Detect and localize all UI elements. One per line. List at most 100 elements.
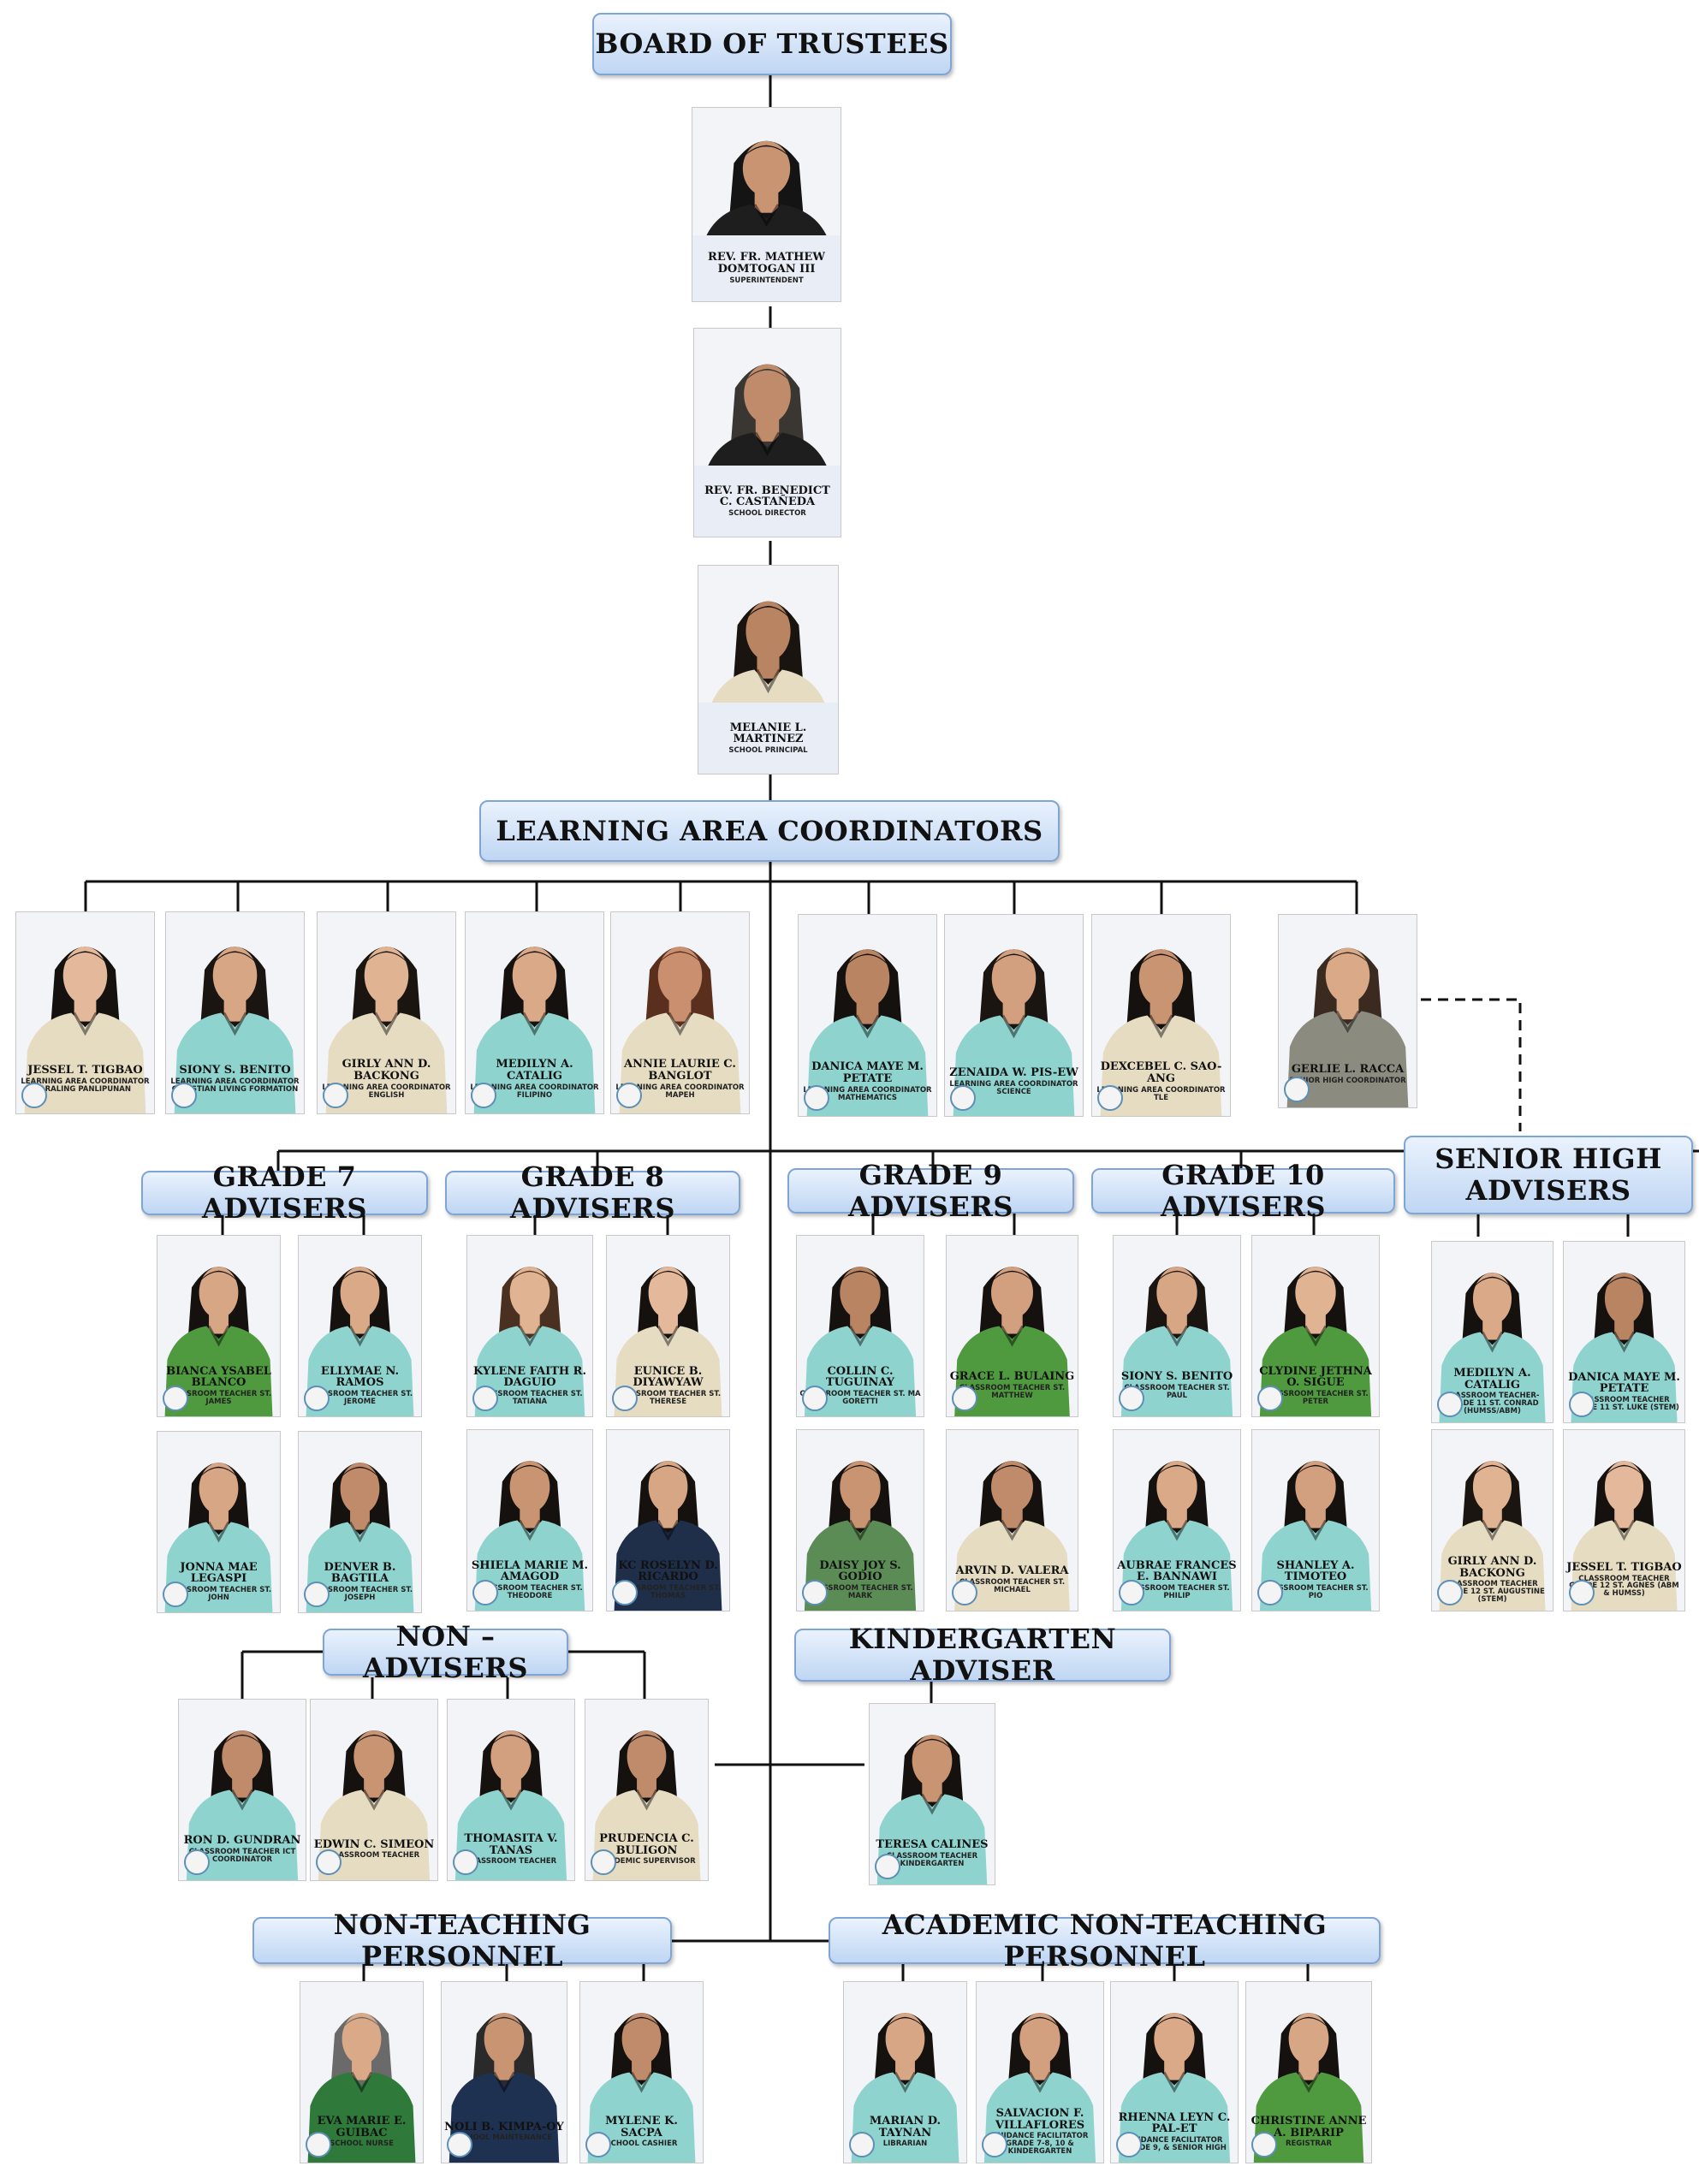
header-learning-area-coordinators: LEARNING AREA COORDINATORS (479, 800, 1060, 862)
staff-role: ACADEMIC SUPERVISOR (597, 1857, 696, 1866)
school-seal-icon (163, 1386, 188, 1411)
staff-name: DEXCEBEL C. SAO-ANG (1100, 1060, 1222, 1086)
school-seal-icon (1097, 1085, 1123, 1111)
school-seal-icon (471, 1083, 496, 1108)
portrait-photo (797, 1430, 924, 1611)
staff-role: CLASSROOM TEACHER ST. THERESE (615, 1389, 722, 1406)
staff-name: GIRLY ANN D. BACKONG (1447, 1555, 1537, 1580)
portrait-photo (611, 912, 749, 1113)
portrait-photo (1564, 1430, 1684, 1611)
school-seal-icon (306, 2132, 331, 2157)
staff-role: CLASSROOM TEACHER ST. THOMAS (615, 1583, 722, 1600)
staff-role: LEARNING AREA COORDINATOR TLE (1096, 1085, 1226, 1102)
school-seal-icon (472, 1580, 498, 1605)
staff-role: LEARNING AREA COORDINATOR MAPEH (615, 1083, 745, 1100)
staff-name: SALVACION F. VILLAFLORES (995, 2107, 1085, 2132)
portrait-photo (442, 1982, 567, 2163)
staff-name: MEDILYN A. CATALIG (496, 1058, 573, 1083)
staff-name: DENVER B. BAGTILA (324, 1560, 396, 1586)
staff-role: SCHOOL PRINCIPAL (728, 745, 808, 755)
staff-name: COLLIN C. TUGUINAY (825, 1364, 895, 1390)
school-seal-icon (184, 1849, 210, 1875)
staff-name: ARVIN D. VALERA (955, 1564, 1069, 1578)
staff-role: SUPERINTENDENT (729, 276, 804, 285)
school-seal-icon (952, 1580, 977, 1605)
staff-name: ZENAIDA W. PIS-EW (949, 1066, 1078, 1080)
staff-name: THOMASITA V. TANAS (464, 1832, 558, 1857)
school-seal-icon (849, 2132, 875, 2157)
school-seal-icon (1437, 1392, 1463, 1417)
school-seal-icon (1284, 1077, 1310, 1102)
staff-role: LIBRARIAN (882, 2139, 928, 2149)
staff-name: REV. FR. BENEDICT C. CASTAÑEDA (704, 484, 830, 509)
school-seal-icon (982, 2132, 1007, 2157)
school-seal-icon (804, 1085, 829, 1111)
school-seal-icon (163, 1582, 188, 1607)
staff-role: CLASSROOM TEACHER-GRADE 11 ST. CONRAD (H… (1445, 1392, 1540, 1416)
staff-role: CLASSROOM TEACHER ST. TATIANA (477, 1389, 583, 1406)
staff-role: CLASSROOM TEACHER ST. MATTHEW (959, 1384, 1066, 1400)
staff-name: DAISY JOY S. GODIO (819, 1558, 901, 1584)
staff-name: DANICA MAYE M. PETATE (811, 1060, 924, 1086)
portrait-photo (299, 1236, 421, 1416)
staff-name: EVA MARIE E. GUIBAC (317, 2115, 407, 2139)
staff-role: CLASSROOM TEACHER ST. JEROME (306, 1389, 413, 1406)
staff-role: CLASSROOM TEACHER ST. MICHAEL (959, 1578, 1066, 1594)
staff-role: GUIDANCE FACILITATOR GRADE 7-8, 10 & KIN… (991, 2132, 1089, 2157)
staff-role: CLASSROOM TEACHER GRADE 11 ST. LUKE (STE… (1569, 1395, 1679, 1412)
staff-role: SCHOOL DIRECTOR (728, 508, 806, 518)
staff-name: MARIAN D. TAYNAN (869, 2115, 942, 2139)
header-academic-non-teaching-personnel: ACADEMIC NON-TEACHING PERSONNEL (829, 1908, 1381, 1972)
portrait-photo (466, 912, 603, 1113)
staff-name: MELANIE L. MARTINEZ (729, 721, 807, 746)
staff-name: MEDILYN A. CATALIG (1453, 1367, 1531, 1392)
school-seal-icon (1437, 1580, 1463, 1605)
staff-name: ANNIE LAURIE C. BANGLOT (624, 1058, 736, 1083)
staff-role: REGISTRAR (1285, 2139, 1333, 2149)
school-seal-icon (1257, 1580, 1283, 1605)
staff-name: ELLYMAE N. RAMOS (320, 1364, 400, 1390)
staff-name: SHIELA MARIE M. AMAGOD (471, 1558, 589, 1584)
staff-name: KC ROSELYN D. RICARDO (618, 1558, 718, 1584)
